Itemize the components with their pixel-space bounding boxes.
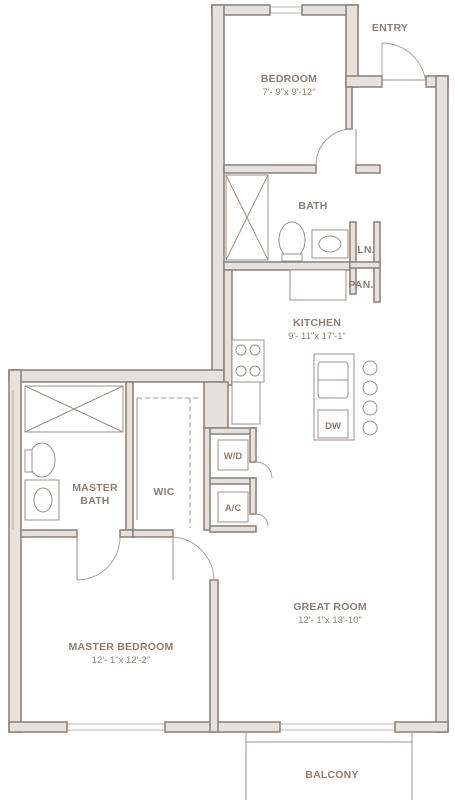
wall-segment [345, 86, 353, 130]
toilet-tank [281, 253, 303, 262]
wic-label: WIC [153, 486, 174, 498]
wall-segment [8, 369, 225, 383]
burner-icon [235, 365, 247, 377]
toilet-tank [24, 449, 33, 473]
wall-segment [355, 164, 381, 174]
sink-icon [33, 487, 53, 513]
stool-icon [362, 360, 378, 376]
bedroom-dims: 7'- 9"x 9'-12" [262, 87, 315, 98]
fixtures [24, 174, 413, 800]
wall-segment [125, 381, 134, 531]
wall-segment [223, 164, 317, 174]
dishwasher-label: DW [325, 421, 341, 432]
wall-segment [209, 477, 257, 485]
wall-segment [8, 721, 68, 733]
kitchen-label: KITCHEN [293, 317, 341, 329]
toilet-icon [278, 221, 306, 259]
toilet-icon [28, 442, 56, 478]
master-bedroom-dims: 12'- 1"x 12'-2" [92, 655, 150, 666]
wall-segment [394, 721, 449, 733]
stool-icon [362, 380, 378, 396]
dishwasher [317, 409, 349, 439]
wd-door-swing [255, 461, 273, 479]
shower-cross [24, 385, 124, 433]
master-bath-door-swing [76, 536, 121, 581]
entry-label: ENTRY [372, 22, 408, 34]
kitchen-counter [289, 269, 347, 301]
wall-segment [349, 221, 357, 295]
kitchen-dims: 9'- 11"x 17'-1" [288, 331, 346, 342]
counter-segment [231, 381, 261, 425]
wall-segment [349, 261, 381, 269]
master-bath-label-line2: BATH [80, 495, 109, 507]
stool-icon [362, 400, 378, 416]
ac-unit [217, 491, 249, 523]
exterior-walls [8, 4, 449, 733]
ac-door-swing [255, 513, 269, 527]
wall-segment [209, 525, 257, 533]
washer-dryer [217, 439, 249, 471]
bedroom-door-swing [315, 128, 353, 166]
room-labels: ENTRY BEDROOM 7'- 9"x 9'-12" BATH LN. PA… [69, 22, 408, 781]
wall-segment [20, 529, 78, 538]
great-room-dims: 12'- 1"x 13'-10" [298, 615, 362, 626]
wall-segment [132, 529, 174, 538]
wall-segment [249, 427, 257, 463]
wall-segment [119, 529, 134, 538]
great-room-label: GREAT ROOM [293, 601, 367, 613]
wall-segment [223, 261, 351, 271]
sink-icon [318, 235, 342, 253]
wall-segment [209, 427, 257, 435]
ac-label: A/C [225, 503, 242, 514]
wall-segment [435, 75, 449, 733]
wall-segment [164, 721, 281, 733]
bedroom-label: BEDROOM [261, 73, 317, 85]
pantry-label: PAN. [348, 279, 373, 291]
wall-segment [8, 369, 22, 733]
wall-segment [249, 477, 257, 515]
burner-icon [249, 344, 261, 356]
doors [76, 42, 427, 581]
balcony-label: BALCONY [305, 769, 358, 781]
burner-icon [249, 365, 261, 377]
shower-cross [225, 174, 269, 261]
wall-segment [203, 381, 229, 429]
stool-icon [362, 420, 378, 436]
master-bath-label-line1: MASTER [72, 482, 118, 494]
washer-dryer-label: W/D [224, 451, 243, 462]
burner-icon [235, 344, 247, 356]
wall-segment [209, 579, 219, 733]
wall-segment [345, 4, 359, 88]
wall-segment [203, 427, 211, 531]
master-bedroom-label: MASTER BEDROOM [69, 641, 174, 653]
wall-segment [211, 4, 225, 386]
range-counter [231, 339, 265, 383]
bath-label: BATH [298, 200, 327, 212]
interior-walls [20, 86, 381, 733]
entry-door-swing [381, 42, 427, 88]
wall-segment [345, 75, 383, 88]
master-bedroom-door-swing [172, 536, 215, 581]
wall-segment [223, 269, 233, 386]
linen-label: LN. [357, 244, 375, 256]
